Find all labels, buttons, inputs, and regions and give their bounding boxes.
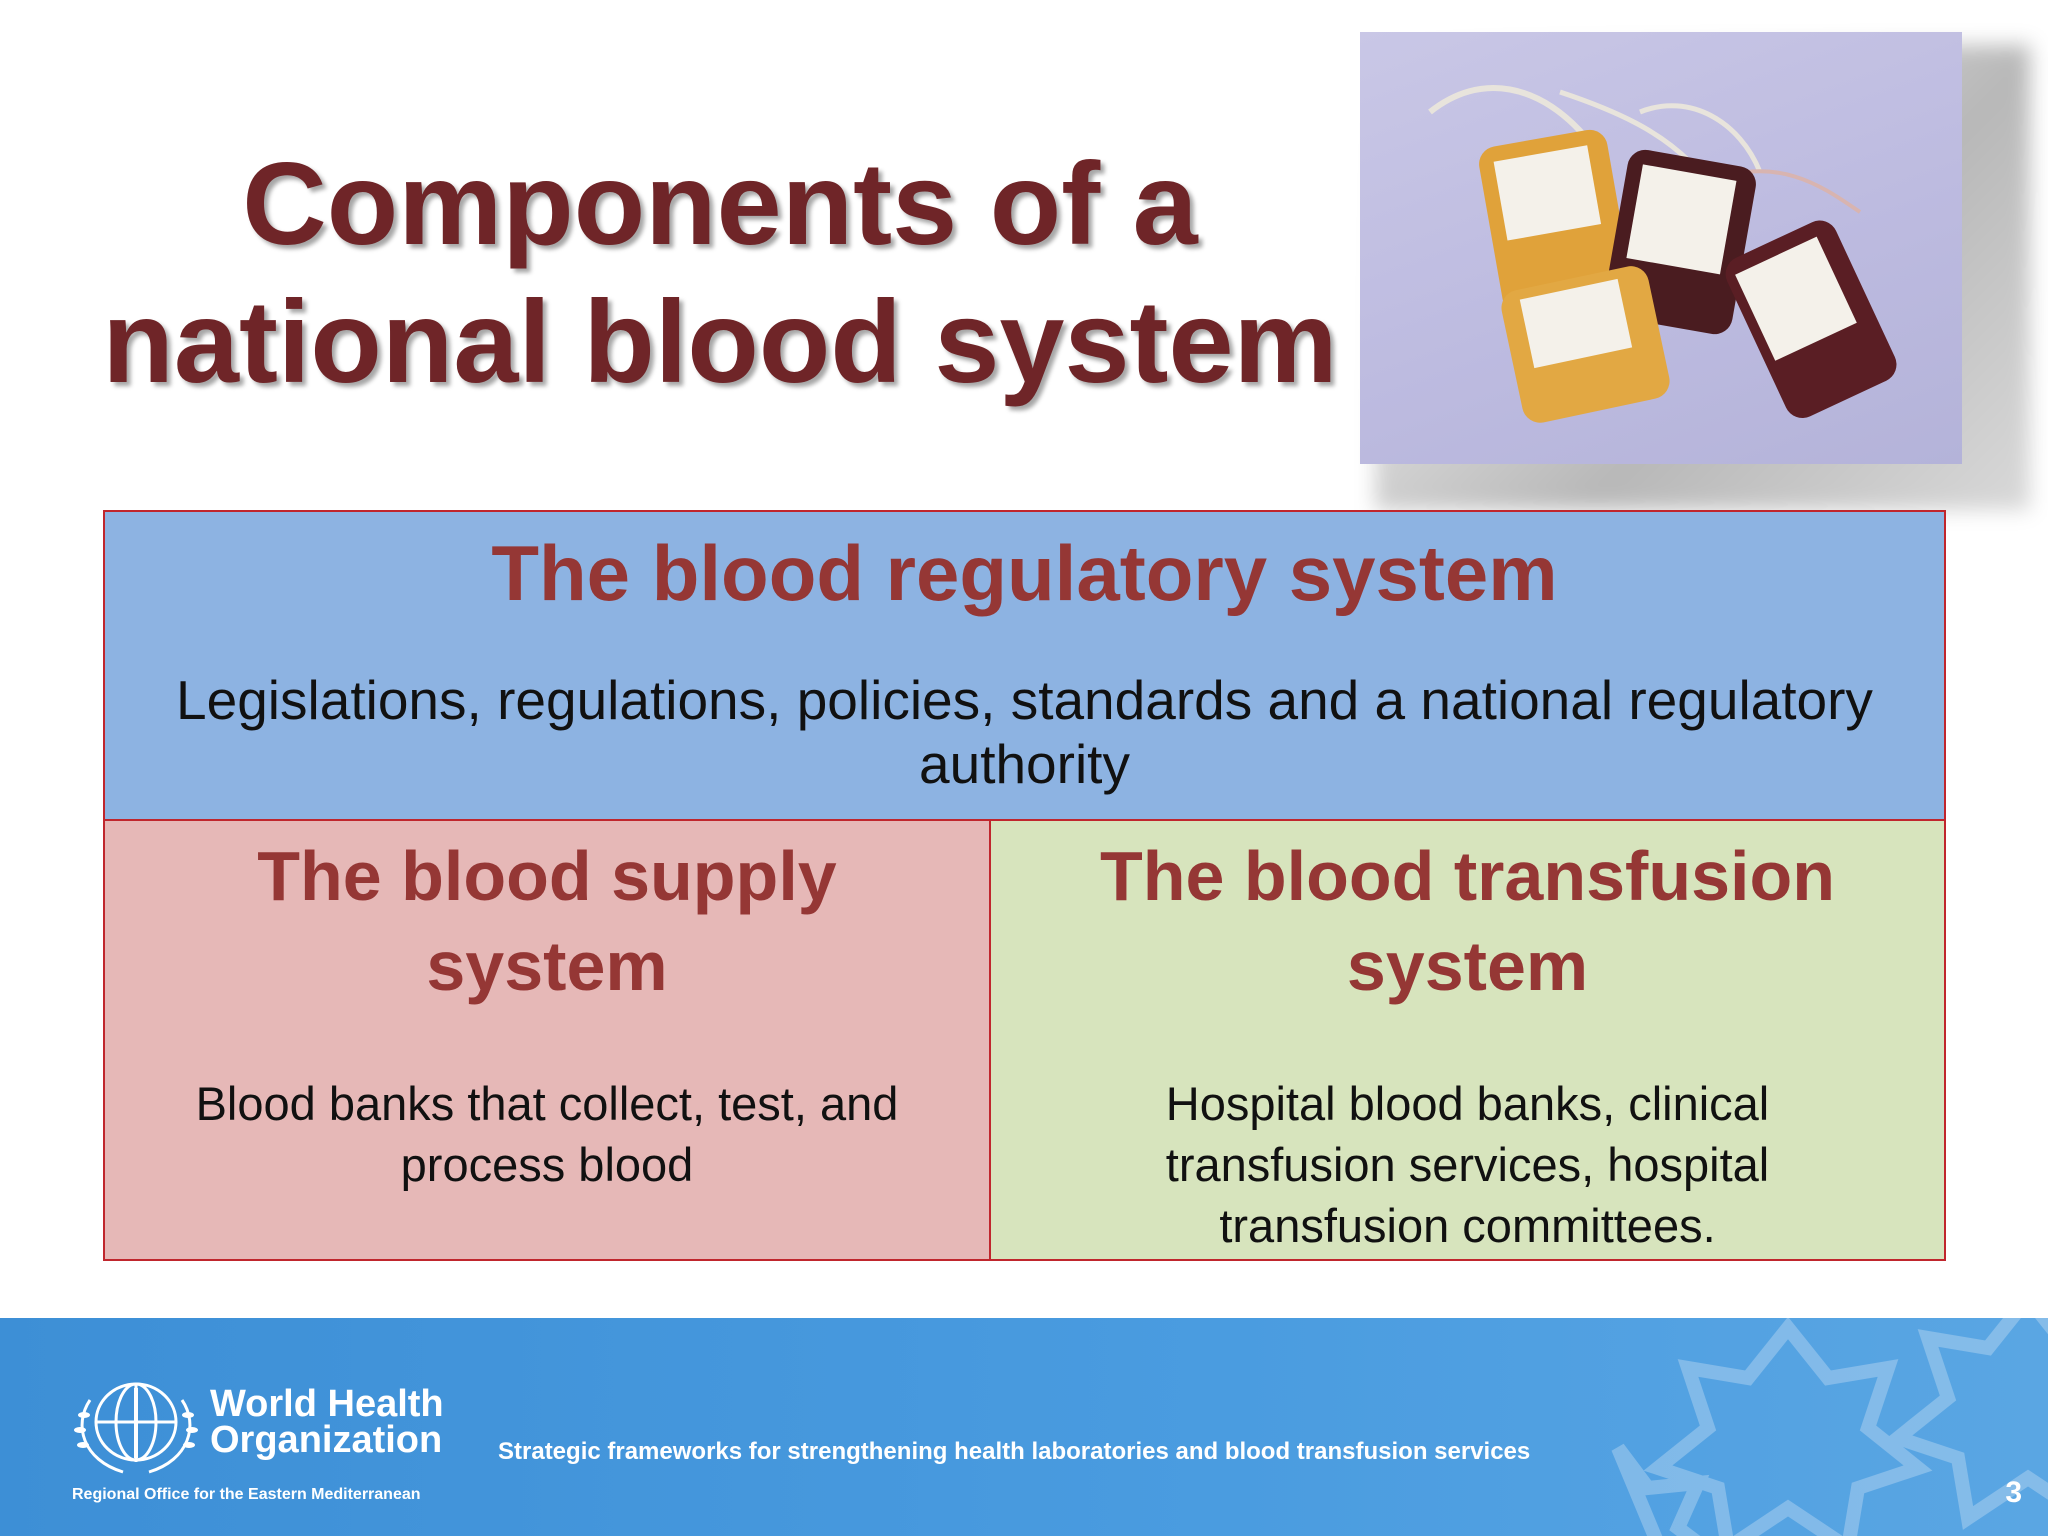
blood-system-grid: The blood regulatory system Legislations… [103, 510, 1946, 1261]
transfusion-description: Hospital blood banks, clinical transfusi… [1165, 1077, 1770, 1252]
presentation-title: Strategic frameworks for strengthening h… [498, 1438, 1531, 1465]
transfusion-heading: The blood transfusion system [1100, 837, 1835, 1005]
slide-title: Components of a national blood system [60, 135, 1380, 411]
blood-bags-photo [1360, 32, 1962, 464]
who-name-line-2: Organization [210, 1419, 443, 1461]
transfusion-system-cell: The blood transfusion system Hospital bl… [991, 821, 1944, 1259]
title-line-2: national blood system [102, 276, 1338, 407]
supply-system-cell: The blood supply system Blood banks that… [105, 821, 991, 1259]
supply-heading: The blood supply system [257, 837, 837, 1005]
regional-office-label: Regional Office for the Eastern Mediterr… [72, 1486, 421, 1503]
page-number: 3 [2005, 1476, 2022, 1509]
who-emblem-icon [74, 1382, 198, 1474]
title-line-1: Components of a [242, 138, 1198, 269]
who-name: World Health Organization [210, 1383, 444, 1461]
geometric-pattern-icon [1611, 1318, 2048, 1536]
who-name-line-1: World Health [210, 1383, 444, 1425]
supply-description: Blood banks that collect, test, and proc… [195, 1077, 899, 1191]
footer-bar: World Health Organization Regional Offic… [0, 1318, 2048, 1536]
regulatory-description: Legislations, regulations, policies, sta… [176, 669, 1873, 795]
regulatory-heading: The blood regulatory system [491, 529, 1558, 617]
regulatory-system-cell: The blood regulatory system Legislations… [105, 512, 1944, 821]
